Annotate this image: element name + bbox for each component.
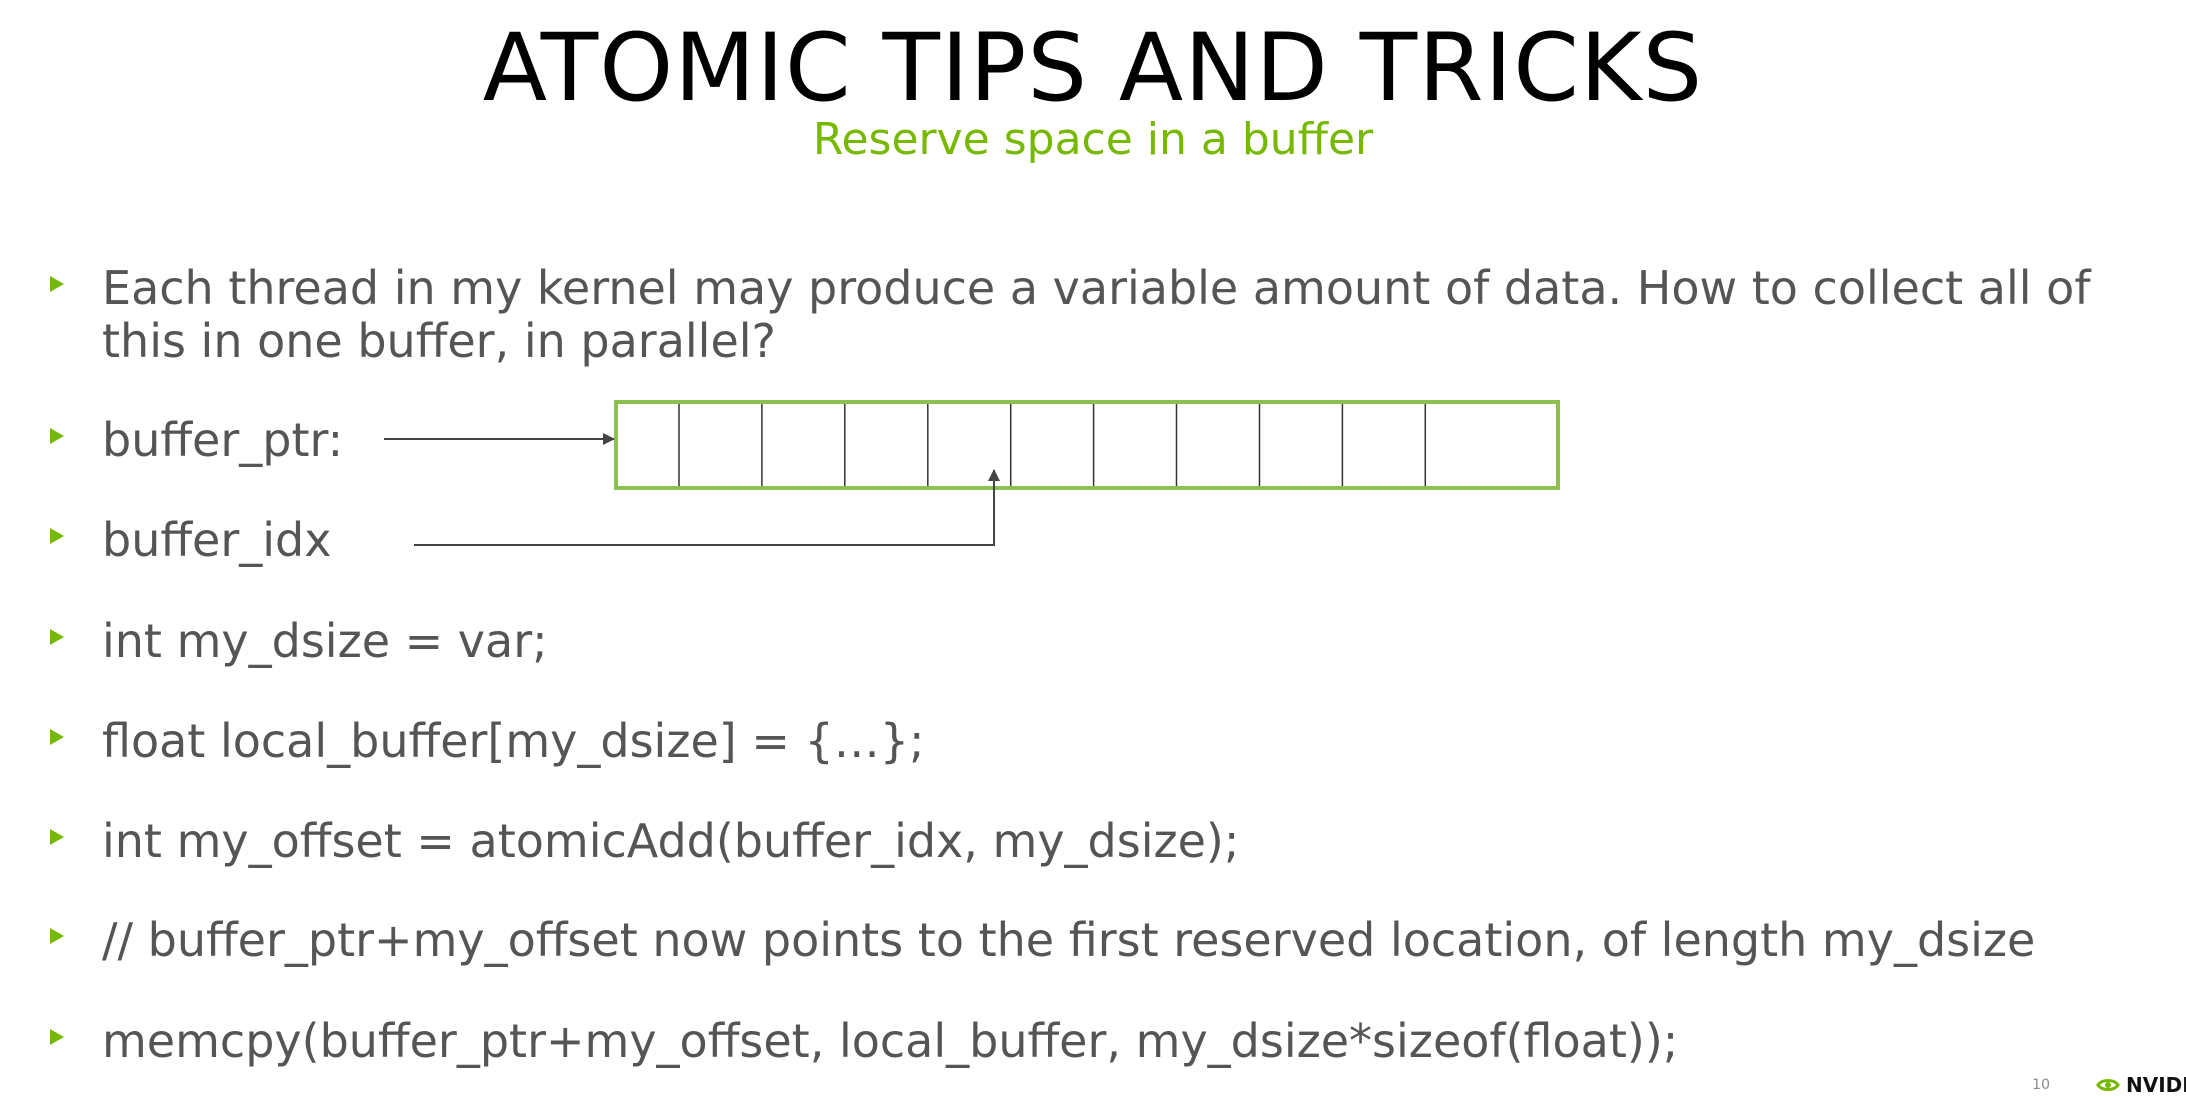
slide-subtitle: Reserve space in a buffer [812, 114, 1374, 165]
nvidia-logo: NVIDIA [2096, 1073, 2186, 1097]
bullet-text: int my_offset = atomicAdd(buffer_idx, my… [102, 814, 1240, 868]
slide-title: ATOMIC TIPS AND TRICKS [482, 14, 1704, 123]
bullet-arrow-icon [50, 528, 64, 544]
bullet-text: memcpy(buffer_ptr+my_offset, local_buffe… [102, 1014, 1679, 1068]
bullet-text: buffer_idx [102, 513, 332, 567]
bullet-text: float local_buffer[my_dsize] = {…}; [102, 714, 925, 768]
bullet-text: Each thread in my kernel may produce a v… [102, 261, 2091, 368]
page-number: 10 [2032, 1077, 2050, 1093]
bullet-arrow-icon [50, 629, 64, 645]
bullet-arrow-icon [50, 428, 64, 444]
bullet-text: int my_dsize = var; [102, 614, 548, 668]
bullet-text: // buffer_ptr+my_offset now points to th… [102, 913, 2036, 967]
bullet-text: buffer_ptr: [102, 413, 344, 467]
bullet-arrow-icon [50, 1029, 64, 1045]
bullet-arrow-icon [50, 276, 64, 292]
nvidia-eye-icon [2096, 1079, 2120, 1091]
bullet-arrow-icon [50, 729, 64, 745]
buffer-idx-arrow [414, 469, 1000, 546]
logo-text: NVIDIA [2126, 1073, 2186, 1097]
buffer-cells [678, 402, 1427, 488]
bullet-arrow-icon [50, 829, 64, 845]
bullet-arrow-icon [50, 928, 64, 944]
buffer-outline [614, 400, 1560, 490]
